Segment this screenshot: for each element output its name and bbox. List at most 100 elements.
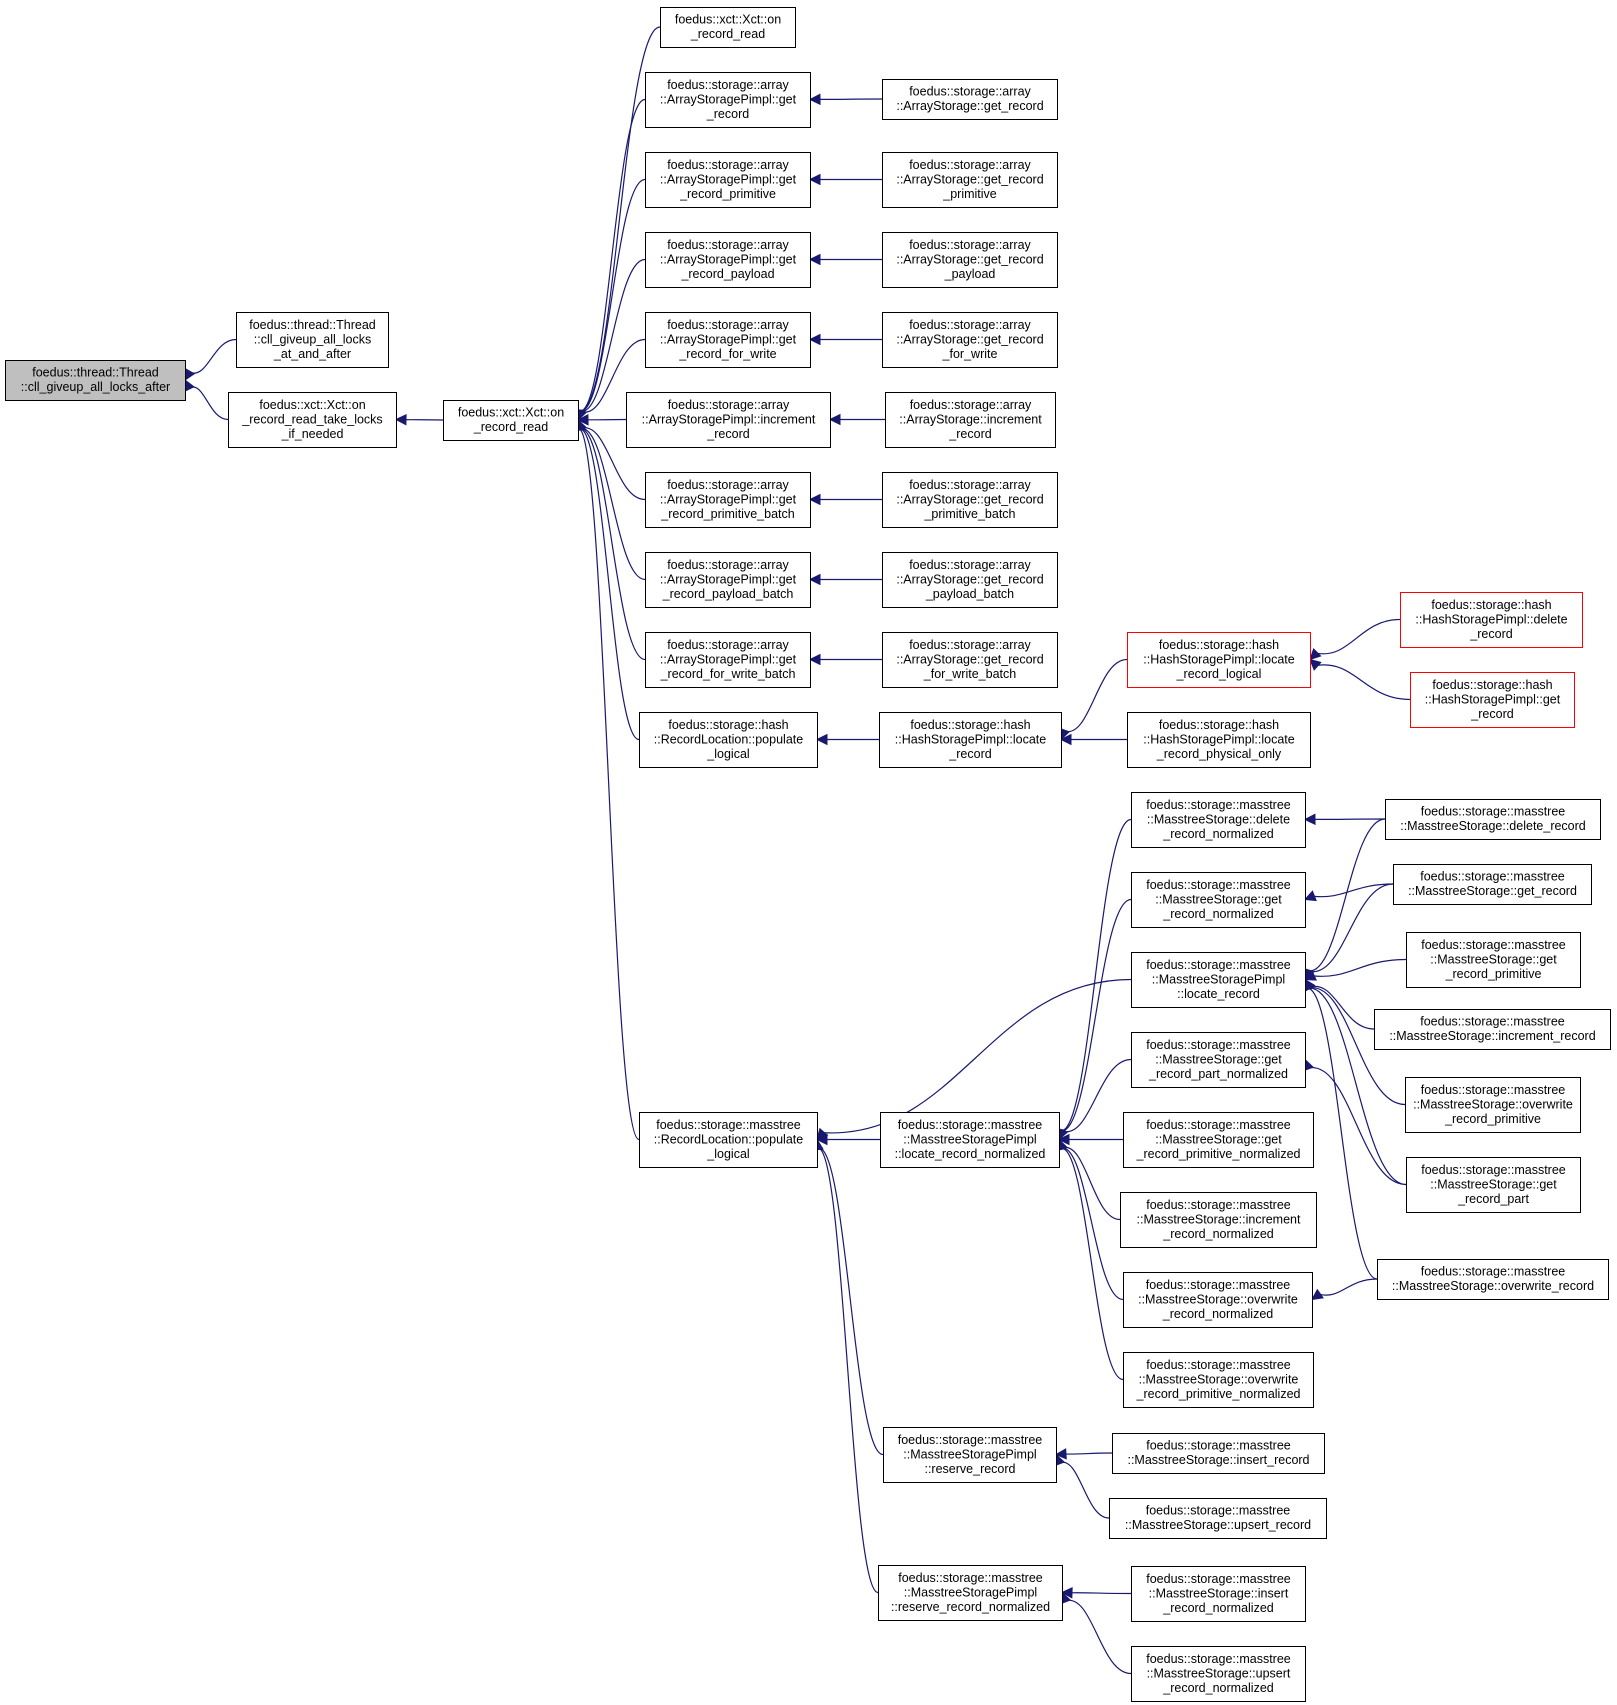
node-label-line: foedus::storage::hash	[1432, 678, 1552, 692]
node-box	[1131, 1566, 1306, 1622]
node-ms_upsert_record_normalized[interactable]: foedus::storage::masstree::MasstreeStora…	[1131, 1646, 1306, 1702]
node-box	[882, 79, 1058, 120]
node-box	[236, 312, 389, 368]
arrowhead-as_increment_record-to-asp_increment_record	[828, 413, 841, 426]
node-ms_increment_record_normalized[interactable]: foedus::storage::masstree::MasstreeStora…	[1120, 1192, 1317, 1248]
node-box	[443, 400, 579, 441]
edge-ms_get_record_part_normalized-to-msp_locate_record_normalized	[1062, 1058, 1132, 1133]
node-label-line: ::MasstreeStoragePimpl	[904, 1585, 1037, 1599]
node-ms_get_record[interactable]: foedus::storage::masstree::MasstreeStora…	[1393, 864, 1592, 905]
node-ms_increment_record[interactable]: foedus::storage::masstree::MasstreeStora…	[1374, 1009, 1611, 1050]
node-label-line: ::ArrayStorage::get_record	[896, 172, 1043, 186]
node-hash_rl_populate[interactable]: foedus::storage::hash::RecordLocation::p…	[639, 712, 818, 768]
node-asp_get_record_payload_batch[interactable]: foedus::storage::array::ArrayStoragePimp…	[645, 552, 811, 608]
node-label-line: foedus::storage::array	[910, 398, 1032, 412]
edge-ms_overwrite_record-to-ms_overwrite_record_normalized	[1319, 1278, 1378, 1296]
node-hsp_locate_record_physical_only[interactable]: foedus::storage::hash::HashStoragePimpl:…	[1127, 712, 1311, 768]
node-label-line: foedus::storage::masstree	[898, 1571, 1043, 1585]
node-msp_reserve_record[interactable]: foedus::storage::masstree::MasstreeStora…	[883, 1427, 1057, 1483]
node-on_record_read2[interactable]: foedus::xct::Xct::on_record_read	[660, 7, 796, 48]
node-asp_get_record_primitive[interactable]: foedus::storage::array::ArrayStoragePimp…	[645, 152, 811, 208]
node-ms_get_record_primitive[interactable]: foedus::storage::masstree::MasstreeStora…	[1406, 932, 1581, 988]
node-box	[1374, 1009, 1611, 1050]
node-label-line: foedus::storage::array	[668, 398, 790, 412]
node-ms_insert_record[interactable]: foedus::storage::masstree::MasstreeStora…	[1112, 1433, 1325, 1474]
node-label-line: foedus::storage::array	[667, 318, 789, 332]
node-asp_increment_record[interactable]: foedus::storage::array::ArrayStoragePimp…	[626, 392, 831, 448]
node-label-line: _record_normalized	[1162, 1681, 1274, 1695]
node-as_get_record_for_write[interactable]: foedus::storage::array::ArrayStorage::ge…	[882, 312, 1058, 368]
node-label-line: ::ArrayStoragePimpl::get	[660, 172, 797, 186]
node-box	[645, 72, 811, 128]
node-ms_overwrite_record_normalized[interactable]: foedus::storage::masstree::MasstreeStora…	[1123, 1272, 1313, 1328]
node-ms_delete_record[interactable]: foedus::storage::masstree::MasstreeStora…	[1385, 799, 1601, 840]
node-box	[1131, 792, 1306, 848]
node-ms_overwrite_record_primitive[interactable]: foedus::storage::masstree::MasstreeStora…	[1405, 1077, 1581, 1133]
node-label-line: ::MasstreeStorage::get	[1430, 952, 1557, 966]
node-hsp_locate_record[interactable]: foedus::storage::hash::HashStoragePimpl:…	[879, 712, 1062, 768]
node-box	[1131, 952, 1306, 1008]
node-ms_get_record_primitive_normalized[interactable]: foedus::storage::masstree::MasstreeStora…	[1123, 1112, 1314, 1168]
node-ms_insert_record_normalized[interactable]: foedus::storage::masstree::MasstreeStora…	[1131, 1566, 1306, 1622]
node-as_get_record_payload_batch[interactable]: foedus::storage::array::ArrayStorage::ge…	[882, 552, 1058, 608]
node-as_increment_record[interactable]: foedus::storage::array::ArrayStorage::in…	[885, 392, 1056, 448]
node-msp_locate_record_normalized[interactable]: foedus::storage::masstree::MasstreeStora…	[880, 1112, 1060, 1168]
node-label-line: _record	[706, 107, 749, 121]
node-box	[1393, 864, 1592, 905]
node-label-line: ::ArrayStoragePimpl::get	[660, 652, 797, 666]
node-label-line: ::HashStoragePimpl::get	[1425, 692, 1561, 706]
node-label-line: foedus::storage::masstree	[1146, 1572, 1291, 1586]
node-ms_get_record_part_normalized[interactable]: foedus::storage::masstree::MasstreeStora…	[1131, 1032, 1306, 1088]
node-hsp_delete_record[interactable]: foedus::storage::hash::HashStoragePimpl:…	[1400, 592, 1583, 648]
node-asp_get_record_for_write_batch[interactable]: foedus::storage::array::ArrayStoragePimp…	[645, 632, 811, 688]
arrowhead-hsp_delete_record-to-hsp_locate_record_logical	[1309, 647, 1322, 661]
arrowhead-hsp_locate_record-to-hash_rl_populate	[815, 733, 828, 746]
arrowhead-asp_increment_record-to-on_record_read	[576, 413, 589, 426]
node-label-line: _record_read	[690, 27, 765, 41]
node-as_get_record_primitive_batch[interactable]: foedus::storage::array::ArrayStorage::ge…	[882, 472, 1058, 528]
node-asp_get_record[interactable]: foedus::storage::array::ArrayStoragePimp…	[645, 72, 811, 128]
node-hsp_get_record[interactable]: foedus::storage::hash::HashStoragePimpl:…	[1410, 672, 1575, 728]
node-ms_overwrite_record[interactable]: foedus::storage::masstree::MasstreeStora…	[1377, 1259, 1609, 1300]
node-as_get_record_payload[interactable]: foedus::storage::array::ArrayStorage::ge…	[882, 232, 1058, 288]
arrowhead-ms_insert_record_normalized-to-msp_reserve_record_normalized	[1060, 1587, 1073, 1599]
node-as_get_record[interactable]: foedus::storage::array::ArrayStorage::ge…	[882, 79, 1058, 120]
node-label-line: foedus::storage::array	[667, 478, 789, 492]
node-box	[1112, 1433, 1325, 1474]
node-label-line: _record	[706, 427, 749, 441]
node-msp_reserve_record_normalized[interactable]: foedus::storage::masstree::MasstreeStora…	[878, 1565, 1063, 1621]
node-box	[1131, 1646, 1306, 1702]
node-ms_rl_populate[interactable]: foedus::storage::masstree::RecordLocatio…	[639, 1112, 818, 1168]
node-root[interactable]: foedus::thread::Thread::cll_giveup_all_l…	[5, 360, 186, 401]
edge-msp_locate_record-to-ms_rl_populate	[822, 978, 1132, 1134]
node-on_read_take_locks[interactable]: foedus::xct::Xct::on_record_read_take_lo…	[228, 392, 397, 448]
node-label-line: ::MasstreeStorage::insert_record	[1127, 1453, 1309, 1467]
arrowhead-as_get_record_primitive_batch-to-asp_get_record_primitive_batch	[808, 493, 821, 506]
node-asp_get_record_primitive_batch[interactable]: foedus::storage::array::ArrayStoragePimp…	[645, 472, 811, 528]
node-box	[1123, 1112, 1314, 1168]
node-hsp_locate_record_logical[interactable]: foedus::storage::hash::HashStoragePimpl:…	[1127, 632, 1311, 688]
node-label-line: foedus::storage::masstree	[1146, 1358, 1291, 1372]
node-ms_overwrite_record_primitive_normalized[interactable]: foedus::storage::masstree::MasstreeStora…	[1123, 1352, 1314, 1408]
node-ms_get_record_part[interactable]: foedus::storage::masstree::MasstreeStora…	[1406, 1157, 1581, 1213]
node-label-line: ::MasstreeStorage::get	[1155, 1132, 1282, 1146]
node-box	[882, 632, 1058, 688]
node-box	[883, 1427, 1057, 1483]
node-label-line: _record_normalized	[1162, 907, 1274, 921]
arrowhead-on_read_take_locks-to-root	[184, 378, 195, 392]
node-ms_upsert_record[interactable]: foedus::storage::masstree::MasstreeStora…	[1109, 1498, 1327, 1539]
node-on_record_read[interactable]: foedus::xct::Xct::on_record_read	[443, 400, 579, 441]
node-as_get_record_primitive[interactable]: foedus::storage::array::ArrayStorage::ge…	[882, 152, 1058, 208]
arrowhead-as_get_record_for_write_batch-to-asp_get_record_for_write_batch	[808, 653, 821, 666]
node-as_get_record_for_write_batch[interactable]: foedus::storage::array::ArrayStorage::ge…	[882, 632, 1058, 688]
node-label-line: foedus::storage::hash	[1159, 718, 1279, 732]
node-box	[1406, 932, 1581, 988]
node-label-line: foedus::storage::hash	[910, 718, 1030, 732]
node-asp_get_record_payload[interactable]: foedus::storage::array::ArrayStoragePimp…	[645, 232, 811, 288]
node-label-line: foedus::storage::hash	[1431, 598, 1551, 612]
node-ms_delete_record_normalized[interactable]: foedus::storage::masstree::MasstreeStora…	[1131, 792, 1306, 848]
node-msp_locate_record[interactable]: foedus::storage::masstree::MasstreeStora…	[1131, 952, 1306, 1008]
node-cll_at_and_after[interactable]: foedus::thread::Thread::cll_giveup_all_l…	[236, 312, 389, 368]
node-asp_get_record_for_write[interactable]: foedus::storage::array::ArrayStoragePimp…	[645, 312, 811, 368]
node-ms_get_record_normalized[interactable]: foedus::storage::masstree::MasstreeStora…	[1131, 872, 1306, 928]
